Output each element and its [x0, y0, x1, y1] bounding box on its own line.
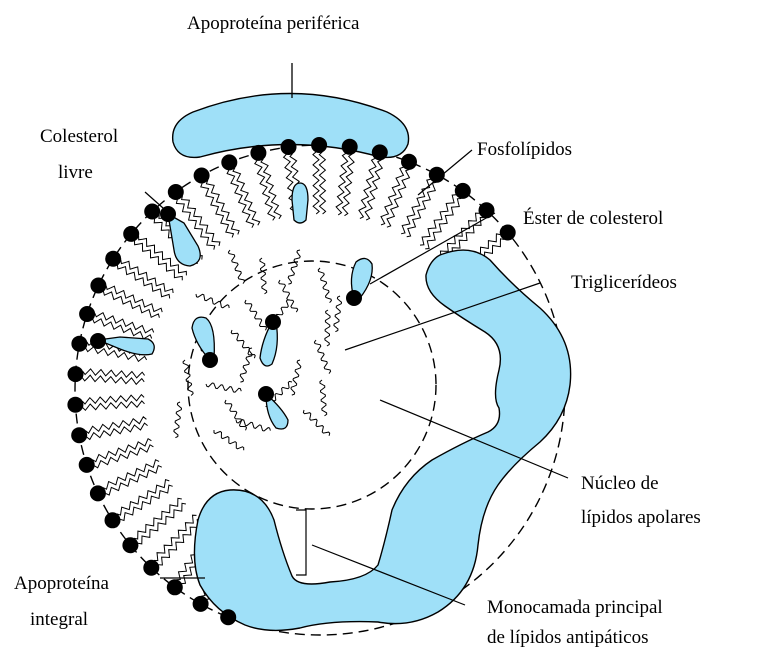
phospholipid-tail: [103, 460, 159, 489]
phospholipid-head: [401, 154, 417, 170]
phospholipid-head: [455, 183, 471, 199]
triglyceride-chain: [320, 380, 327, 416]
phospholipid-head: [71, 336, 87, 352]
phospholipid-tail: [201, 183, 234, 237]
cholesterol-head-3: [90, 333, 106, 349]
phospholipid-tail: [83, 369, 145, 378]
label-monolayer-line1: Monocamada principal: [487, 597, 663, 618]
label-apolar-core-line1: Núcleo de: [581, 473, 659, 494]
phospholipid-tail: [120, 485, 173, 520]
label-peripheral-apoprotein: Apoproteína periférica: [187, 13, 360, 34]
triglyceride-chain: [174, 402, 182, 438]
label-integral-apoprotein-line2: integral: [30, 609, 88, 630]
label-cholesterol-ester: Éster de colesterol: [523, 207, 663, 229]
monolayer-bracket: [296, 510, 306, 575]
triglyceride-chain: [325, 310, 330, 346]
phospholipid-tail: [233, 168, 260, 226]
phospholipid-head: [372, 144, 388, 160]
cholesterol-head-1: [160, 206, 176, 222]
phospholipid-head: [71, 427, 87, 443]
triglyceride-chain: [225, 400, 247, 430]
phospholipid-head: [220, 609, 236, 625]
phospholipid-tail: [154, 515, 197, 560]
ester-head-2: [202, 352, 218, 368]
triglyceride-chain: [240, 348, 252, 382]
phospholipid-head: [90, 278, 106, 294]
cholesterol-blue-2: [292, 183, 308, 223]
phospholipid-head: [342, 139, 358, 155]
phospholipid-tail: [121, 260, 173, 293]
triglyceride-chain: [214, 430, 244, 450]
phospholipid-head: [68, 366, 84, 382]
phospholipid-tail: [227, 170, 254, 228]
phospholipid-head: [479, 202, 495, 218]
phospholipid-tail: [381, 167, 404, 225]
triglyceride-chain: [260, 258, 267, 294]
phospholipid-tail: [365, 160, 382, 220]
phospholipid-tail: [117, 265, 169, 298]
phospholipid-head: [168, 184, 184, 200]
triglyceride-chain: [228, 250, 244, 284]
phospholipid-head: [311, 137, 327, 153]
phospholipid-tail: [82, 375, 144, 384]
phospholipid-tail: [387, 169, 410, 227]
phospholipid-head: [144, 204, 160, 220]
phospholipid-head: [67, 397, 83, 413]
phospholipid-tail: [106, 466, 162, 495]
phospholipid-head: [79, 457, 95, 473]
triglyceride-chain: [334, 296, 342, 332]
ester-head-3: [265, 314, 281, 330]
label-triglycerides: Triglicerídeos: [571, 272, 677, 293]
core-boundary: [188, 261, 436, 509]
label-monolayer-line2: de lípidos antipáticos: [487, 627, 648, 648]
phospholipid-tail: [313, 152, 319, 214]
label-apolar-core-line2: lípidos apolares: [581, 507, 701, 528]
phospholipid-tail: [359, 158, 376, 218]
triglyceride-chain: [196, 294, 229, 308]
phospholipid-head: [90, 485, 106, 501]
phospholipid-tail: [206, 180, 239, 234]
ester-head-4: [258, 386, 274, 402]
phospholipid-head: [194, 168, 210, 184]
phospholipid-tail: [83, 401, 145, 410]
phospholipid-head: [281, 139, 297, 155]
phospholipid-tail: [95, 313, 154, 333]
triglyceride-chain: [206, 383, 241, 392]
label-free-cholesterol-line1: Colesterol: [40, 126, 118, 147]
triglyceride-chain: [288, 250, 300, 284]
phospholipid-tail: [134, 498, 182, 539]
ester-head-1: [346, 290, 362, 306]
phospholipid-head: [193, 596, 209, 612]
phospholipid-tail: [92, 439, 151, 462]
phospholipid-head: [143, 560, 159, 576]
phospholipid-head: [123, 226, 139, 242]
phospholipid-tail: [255, 160, 275, 220]
phospholipid-head: [105, 251, 121, 267]
triglyceride-chains: [174, 250, 342, 450]
triglyceride-chain: [318, 268, 331, 303]
phospholipid-head: [79, 306, 95, 322]
label-free-cholesterol-line2: livre: [58, 162, 93, 183]
label-phospholipids: Fosfolípidos: [477, 139, 572, 160]
phospholipid-head: [500, 225, 516, 241]
phospholipid-tail: [425, 199, 461, 249]
phospholipid-tail: [94, 445, 153, 468]
label-integral-apoprotein-line1: Apoproteína: [14, 573, 110, 594]
phospholipid-head: [122, 537, 138, 553]
triglyceride-chain: [245, 300, 267, 330]
phospholipid-head: [221, 154, 237, 170]
cholesterol-blue-1: [168, 214, 200, 266]
phospholipid-head: [250, 145, 266, 161]
triglyceride-chain: [291, 360, 301, 395]
triglyceride-chain: [183, 360, 193, 396]
triglyceride-chain: [303, 410, 329, 436]
phospholipid-tail: [82, 395, 144, 404]
phospholipid-tail: [319, 152, 325, 214]
phospholipid-head: [105, 512, 121, 528]
phospholipid-head: [167, 579, 183, 595]
